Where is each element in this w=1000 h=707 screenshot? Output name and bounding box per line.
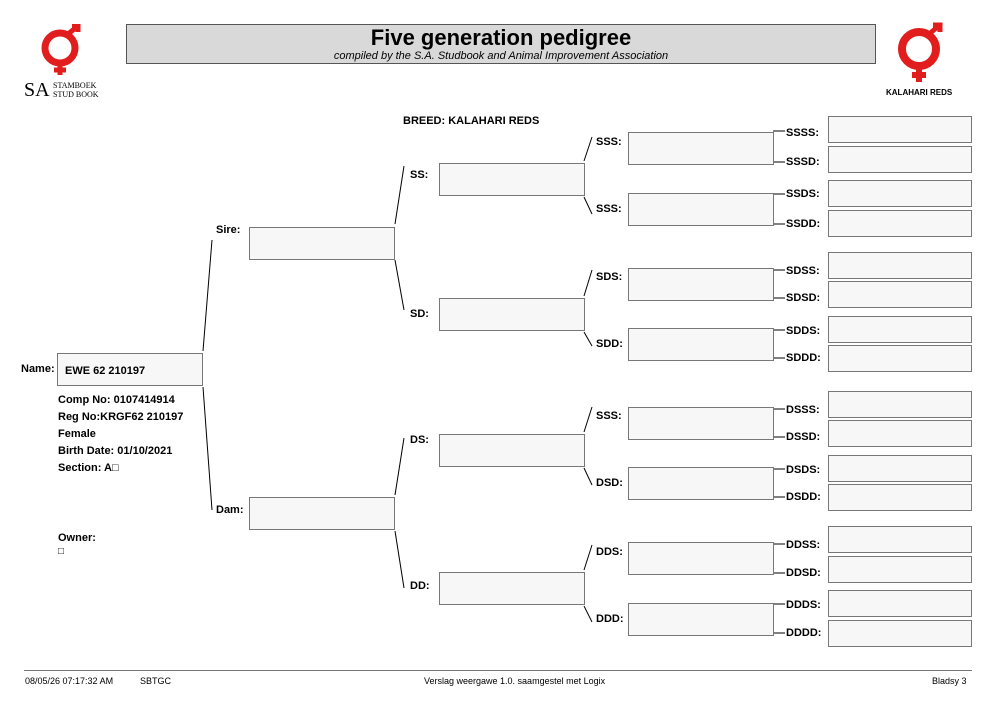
birth-date: Birth Date: 01/10/2021 — [58, 445, 173, 457]
ddds-label: DDDS: — [786, 599, 821, 611]
subject-name: EWE 62 210197 — [65, 365, 146, 377]
dd-label: DD: — [410, 580, 430, 592]
reg-no: Reg No:KRGF62 210197 — [58, 411, 184, 423]
dss-box — [628, 407, 774, 440]
dsdd-box — [828, 484, 972, 511]
dssd-box — [828, 420, 972, 447]
sddd-label: SDDD: — [786, 352, 821, 364]
dssd-label: DSSD: — [786, 431, 821, 443]
name-label: Name: — [21, 363, 55, 375]
dsds-box — [828, 455, 972, 482]
footer-divider — [24, 670, 972, 671]
ddss-label: DDSS: — [786, 539, 821, 551]
dddd-label: DDDD: — [786, 627, 822, 639]
footer-code: SBTGC — [140, 676, 172, 686]
sddd-box — [828, 345, 972, 372]
subject-box: EWE 62 210197 — [57, 353, 203, 386]
dsds-label: DSDS: — [786, 464, 821, 476]
sdd-box — [628, 328, 774, 361]
sd-box — [439, 298, 585, 331]
sss-box-2 — [628, 193, 774, 226]
dds-label: DDS: — [596, 546, 623, 558]
ssdd-box — [828, 210, 972, 237]
kalahari-reds-logo: KALAHARI REDS — [882, 22, 962, 100]
sa-letters: SA — [24, 79, 50, 101]
comp-no: Comp No: 0107414914 — [58, 394, 175, 406]
ssdd-label: SSDD: — [786, 218, 821, 230]
sss-label-2: SSS: — [596, 203, 622, 215]
ss-label: SS: — [410, 169, 429, 181]
breed-label: BREED: KALAHARI REDS — [403, 115, 540, 127]
dddd-box — [828, 620, 972, 647]
footer-page: Bladsy 3 — [932, 676, 967, 686]
ddd-label: DDD: — [596, 613, 624, 625]
sss-label-1: SSS: — [596, 136, 622, 148]
sssd-label: SSSD: — [786, 156, 820, 168]
sdss-box — [828, 252, 972, 279]
ssds-box — [828, 180, 972, 207]
owner-label: Owner: — [58, 532, 96, 544]
page-title: Five generation pedigree — [370, 25, 632, 50]
sss-box-1 — [628, 132, 774, 165]
sire-box — [249, 227, 395, 260]
dsd-box — [628, 467, 774, 500]
ds-box — [439, 434, 585, 467]
ds-label: DS: — [410, 434, 429, 446]
dam-label: Dam: — [216, 504, 244, 516]
logo-stamboek: STAMBOEK — [53, 81, 97, 90]
logo-kalahari-text: KALAHARI REDS — [886, 88, 953, 97]
sdd-label: SDD: — [596, 338, 623, 350]
dd-box — [439, 572, 585, 605]
dsss-label: DSSS: — [786, 404, 820, 416]
sire-label: Sire: — [216, 224, 241, 236]
footer-center: Verslag weergawe 1.0. saamgestel met Log… — [424, 676, 606, 686]
sdsd-label: SDSD: — [786, 292, 821, 304]
sex: Female — [58, 428, 96, 440]
gender-symbol-icon — [898, 22, 943, 82]
dds-box — [628, 542, 774, 575]
sa-studbook-logo: SA STAMBOEK STUD BOOK — [24, 23, 104, 101]
sssd-box — [828, 146, 972, 173]
ssss-box — [828, 116, 972, 143]
ss-box — [439, 163, 585, 196]
ddd-box — [628, 603, 774, 636]
ssss-label: SSSS: — [786, 127, 820, 139]
sdsd-box — [828, 281, 972, 308]
ddds-box — [828, 590, 972, 617]
ddsd-box — [828, 556, 972, 583]
dsss-box — [828, 391, 972, 418]
logo-studbook: STUD BOOK — [53, 90, 99, 99]
section: Section: A□ — [58, 462, 119, 474]
dam-box — [249, 497, 395, 530]
dsdd-label: DSDD: — [786, 491, 821, 503]
ddss-box — [828, 526, 972, 553]
sds-box — [628, 268, 774, 301]
dsd-label: DSD: — [596, 477, 623, 489]
animal-details: Comp No: 0107414914 Reg No:KRGF62 210197… — [58, 392, 183, 477]
sdds-label: SDDS: — [786, 325, 821, 337]
sdds-box — [828, 316, 972, 343]
sdss-label: SDSS: — [786, 265, 820, 277]
owner-value: □ — [58, 546, 65, 557]
ddsd-label: DDSD: — [786, 567, 821, 579]
title-box: Five generation pedigree compiled by the… — [126, 24, 876, 64]
dss-label: SSS: — [596, 410, 622, 422]
page-subtitle: compiled by the S.A. Studbook and Animal… — [333, 50, 669, 62]
ssds-label: SSDS: — [786, 188, 820, 200]
footer-datetime: 08/05/26 07:17:32 AM — [25, 676, 114, 686]
sds-label: SDS: — [596, 271, 623, 283]
gender-symbol-icon — [41, 23, 81, 75]
sd-label: SD: — [410, 308, 429, 320]
